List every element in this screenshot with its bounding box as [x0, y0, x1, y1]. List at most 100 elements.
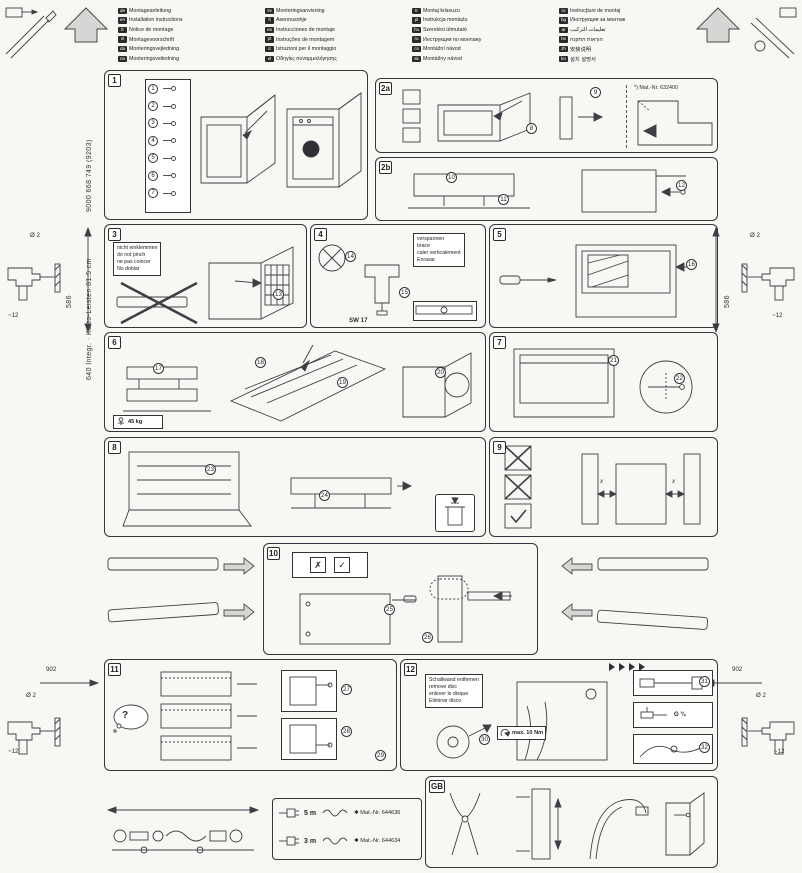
panel-gb: GB — [425, 776, 718, 868]
hose-icon — [322, 809, 348, 817]
question-cloud-icon — [113, 704, 149, 733]
step-number: 5 — [493, 228, 506, 241]
panel-step-3: 3 nicht einklemmen do not pinch ne pas c… — [104, 224, 307, 328]
language-code-tag: ru — [412, 36, 421, 43]
step-callout: 18 — [255, 357, 266, 368]
kit-row: 5 m ✱ Mat.-Nr. 644636 — [273, 799, 421, 827]
step-callout: 20 — [435, 367, 446, 378]
drill-depth-label: ~12 — [8, 312, 19, 319]
accessory-note: *) Mat.-Nr. 632400 — [634, 85, 679, 91]
panel-step-5: 5 16 — [489, 224, 718, 328]
language-title: Montageanleitung — [129, 7, 172, 14]
hose-parts-drawing — [106, 806, 260, 854]
screwdriver-icon — [499, 275, 557, 285]
part-number: 3 — [148, 118, 158, 129]
weight-warning-box: 45 kg — [113, 415, 163, 429]
language-title: Montagevoorschrift — [129, 36, 175, 43]
part-row: 3 — [146, 115, 190, 132]
drill-diameter-label: Ø 2 — [30, 232, 40, 239]
language-code-tag: es — [265, 26, 274, 34]
bracket-detail-drawing — [289, 724, 333, 754]
language-code-tag: it — [265, 45, 274, 53]
drill-icon — [741, 263, 795, 301]
appliance-front-drawing — [513, 348, 615, 418]
kit-length: 5 m — [304, 809, 317, 817]
part-row: 1 — [146, 80, 190, 97]
step-callout: 12 — [676, 180, 687, 191]
step-number: 2b — [379, 161, 393, 174]
language-code-tag: da — [118, 45, 127, 53]
trim-strip-drawing — [559, 96, 604, 140]
panel-step-11: 11 ? 27 28 29 — [104, 659, 397, 771]
step-callout: 11 — [498, 194, 509, 205]
language-title: Instrucciones de montaje — [276, 26, 335, 33]
language-code-tag: tr — [412, 7, 421, 14]
drill-diameter-label: Ø 2 — [756, 692, 766, 699]
panel-step-4: 4 verspannen brace caler verticalement E… — [310, 224, 486, 328]
warning-line: verspannen — [417, 236, 445, 242]
language-code-tag: zh — [559, 45, 568, 53]
panel-step-12: 12 Schallwand entfernen remove disc enle… — [400, 659, 718, 771]
screw-icon — [163, 155, 176, 161]
part-number: 7 — [148, 188, 158, 199]
waste-bin-icon — [445, 497, 465, 526]
language-title: Инструкция по монтажу — [423, 36, 482, 43]
step-number: 8 — [108, 441, 121, 454]
language-title: Instrucţiuni de montaj — [570, 7, 621, 14]
template-on-door-drawing — [575, 244, 694, 318]
step-callout: 26 — [422, 632, 433, 643]
drill-template-top-left: Ø 2 ~12 586 — [2, 226, 100, 334]
language-title: Monteringsvejledning — [129, 46, 180, 53]
question-mark: ? — [122, 710, 129, 721]
cabinet-niche-drawing — [200, 94, 276, 184]
screw-icon — [163, 86, 176, 92]
kit-part-number: ✱ Mat.-Nr. 644634 — [354, 838, 401, 844]
extension-kit-box: 5 m ✱ Mat.-Nr. 644636 3 m ✱ Mat.-Nr. 644… — [272, 798, 422, 860]
warning-line: caler verticalement — [417, 250, 461, 257]
step-number: 2a — [379, 82, 392, 95]
step-callout: 8 — [526, 123, 537, 134]
right-wrong-box: ✗ ✓ — [292, 552, 368, 578]
drill-depth-label: ~12 — [772, 312, 783, 319]
niche-drawing — [437, 92, 531, 142]
part-row: 4 — [146, 132, 190, 149]
step-number: 12 — [404, 663, 417, 676]
part-row: 7 — [146, 184, 190, 201]
part-number: 1 — [148, 83, 158, 94]
step-number: 7 — [493, 336, 506, 349]
step-number: 9 — [493, 441, 506, 454]
plug-icon — [279, 808, 299, 818]
language-code-tag: nl — [118, 36, 127, 43]
alcove-centering-drawing — [581, 453, 701, 525]
step-callout: 30 — [479, 734, 490, 745]
note-line: Eliminar disco — [429, 698, 462, 705]
fixing-detail-box — [281, 718, 337, 760]
drill-template-bottom-left: 902 Ø 2 ~12 — [2, 652, 100, 762]
drill-distance-label: 586 — [66, 295, 73, 308]
torque-label-box: max. 10 Nm — [497, 726, 547, 740]
drill-distance-label: 902 — [732, 666, 743, 673]
part-row: 5 — [146, 150, 190, 167]
appliance-rear-drawing — [516, 681, 608, 761]
clamp-drawing — [364, 264, 400, 316]
drill-icon — [741, 717, 795, 755]
language-title: تعليمات التركيب — [570, 26, 606, 33]
hose-icon — [322, 837, 348, 845]
tap-fitting-box: G ¾ — [633, 702, 713, 728]
language-title: Montážny návod — [423, 55, 462, 62]
drill-depth-label: ~12 — [8, 748, 19, 755]
corner-counter-drawing — [637, 100, 713, 146]
